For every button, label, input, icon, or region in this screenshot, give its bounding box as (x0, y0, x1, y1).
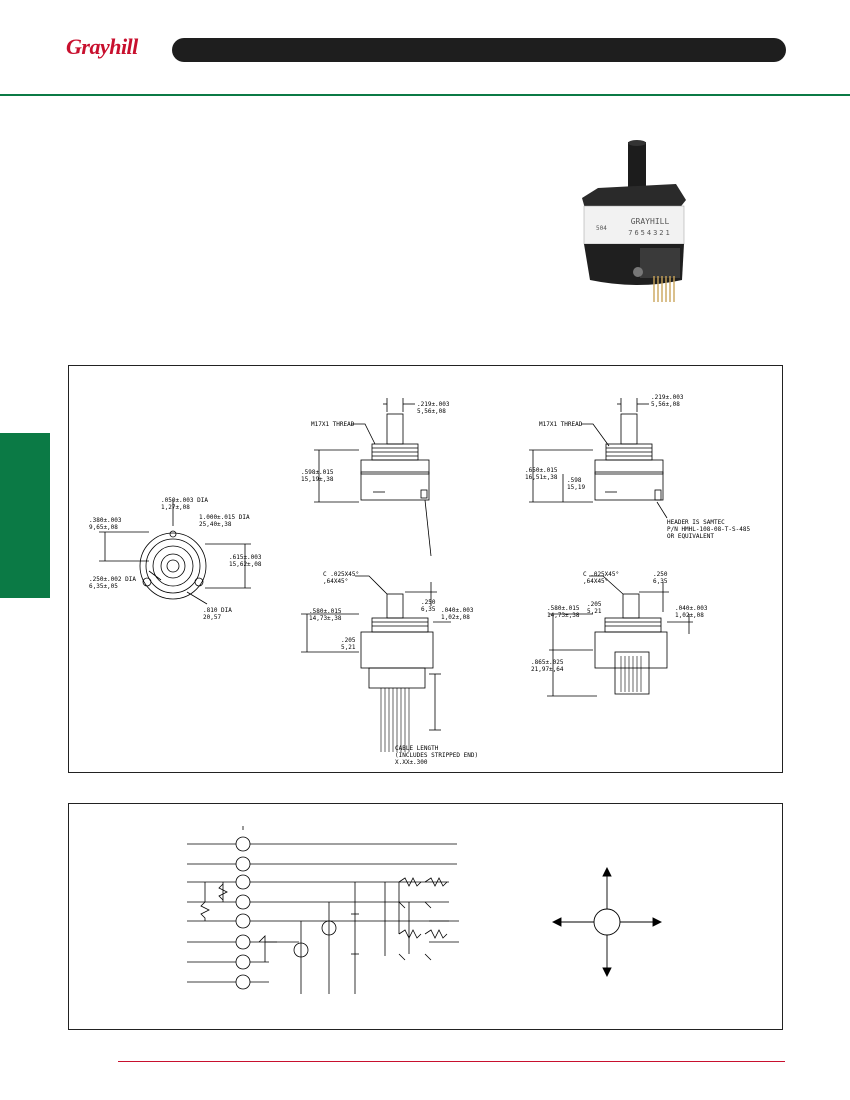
dim-bottom2-dm: 5,21 (587, 608, 602, 615)
bottom-view-2-dimensions: C .025X45° ,64X45° .250 6,35 .040±.003 1… (531, 571, 708, 673)
circuit-schematic (187, 826, 663, 994)
dim-bottom2-b: .040±.003 (675, 605, 708, 612)
dim-side2-thread: M17X1 THREAD (539, 421, 583, 428)
dim-side2-h1: .650±.015 (525, 467, 558, 474)
dim-bottom1-cable2: (INCLUDES STRIPPED END) (395, 752, 478, 759)
dim-bottom1-chamferm: ,64X45° (323, 578, 348, 585)
section-tab (0, 433, 50, 598)
dim-bottom1-cable3: X.XX±.300 (395, 759, 428, 766)
header-bar (172, 38, 786, 62)
header-rule (0, 94, 850, 96)
dim-front-d6m: 20,57 (203, 614, 221, 621)
dim-bottom2-e: .865±.025 (531, 659, 564, 666)
dim-bottom2-chamfer: C .025X45° (583, 571, 619, 578)
bottom-view-1-dimensions: C .025X45° ,64X45° .250 6,35 .040±.003 1… (309, 571, 478, 766)
dim-side2-header2: P/N HMHL-108-08-T-S-485 (667, 526, 750, 533)
dim-side2-header3: OR EQUIVALENT (667, 533, 714, 540)
logo-text: Grayhill (66, 34, 138, 59)
bottom-view-2 (547, 575, 693, 697)
dim-front-d3: .380±.003 (89, 517, 122, 524)
photo-label-brand: GRAYHILL (631, 217, 670, 226)
dim-bottom2-cm: 14,73±,38 (547, 612, 580, 619)
dimension-drawing-panel: .050±.003 DIA 1,27±,08 1.000±.015 DIA 25… (68, 365, 783, 773)
dim-front-d1m: 1,27±,08 (161, 504, 190, 511)
dim-bottom1-dm: 5,21 (341, 644, 356, 651)
bottom-view-1 (301, 575, 451, 752)
dim-side2-header1: HEADER IS SAMTEC (667, 519, 725, 526)
dim-side2-shaftm: 5,56±,08 (651, 401, 680, 408)
dim-bottom2-am: 6,35 (653, 578, 668, 585)
side-view-2 (529, 398, 668, 519)
dim-side1-shaftm: 5,56±,08 (417, 408, 446, 415)
dim-front-d1: .050±.003 DIA (161, 497, 208, 504)
dim-side2-shaft: .219±.003 (651, 394, 684, 401)
dim-bottom1-c: .580±.015 (309, 608, 342, 615)
dim-bottom2-d: .205 (587, 601, 602, 608)
dim-bottom1-chamfer: C .025X45° (323, 571, 359, 578)
dim-bottom1-a: .250 (421, 599, 436, 606)
dim-front-d4: .615±.003 (229, 554, 262, 561)
side-view-1-dimensions: .219±.003 5,56±,08 M17X1 THREAD .598±.01… (301, 401, 450, 483)
grayhill-logo: Grayhill (66, 32, 148, 64)
front-view (99, 500, 251, 605)
front-view-dimensions: .050±.003 DIA 1,27±,08 1.000±.015 DIA 25… (89, 497, 262, 621)
side-view-1 (314, 398, 432, 557)
dim-front-d3m: 9,65±,08 (89, 524, 118, 531)
dim-bottom1-cm: 14,73±,38 (309, 615, 342, 622)
photo-side-text: 504 (596, 225, 607, 232)
schematic-panel (68, 803, 783, 1030)
dim-front-d5: .250±.002 DIA (89, 576, 136, 583)
dim-side2-h2: .598 (567, 477, 582, 484)
joystick-direction-diagram (551, 866, 663, 978)
dim-bottom1-cable1: CABLE LENGTH (395, 745, 439, 752)
dim-front-d5m: 6,35±,05 (89, 583, 118, 590)
dim-front-d2: 1.000±.015 DIA (199, 514, 250, 521)
dim-side1-shaft: .219±.003 (417, 401, 450, 408)
dim-side1-height: .598±.015 (301, 469, 334, 476)
footer-rule (118, 1061, 785, 1062)
dim-bottom2-c: .580±.015 (547, 605, 580, 612)
side-view-2-dimensions: .219±.003 5,56±,08 M17X1 THREAD .650±.01… (525, 394, 750, 540)
dim-bottom2-em: 21,97±,64 (531, 666, 564, 673)
dim-bottom1-b: .040±.003 (441, 607, 474, 614)
product-photo: GRAYHILL 7654321 504 (582, 140, 686, 302)
photo-label-number: 7654321 (628, 229, 672, 237)
dim-front-d6: .810 DIA (203, 607, 232, 614)
dim-side1-heightm: 15,19±,38 (301, 476, 334, 483)
dimension-drawings: .050±.003 DIA 1,27±,08 1.000±.015 DIA 25… (89, 394, 750, 766)
dim-front-d2m: 25,40±,38 (199, 521, 232, 528)
dim-side2-h2m: 15,19 (567, 484, 585, 491)
dim-bottom2-a: .250 (653, 571, 668, 578)
dim-side1-thread: M17X1 THREAD (311, 421, 355, 428)
dim-bottom1-bm: 1,02±,08 (441, 614, 470, 621)
dim-bottom2-chamferm: ,64X45° (583, 578, 608, 585)
dim-side2-h1m: 16,51±,38 (525, 474, 558, 481)
dim-bottom1-am: 6,35 (421, 606, 436, 613)
dim-bottom1-d: .205 (341, 637, 356, 644)
dim-bottom2-bm: 1,02±,08 (675, 612, 704, 619)
dim-front-d4m: 15,62±,08 (229, 561, 262, 568)
